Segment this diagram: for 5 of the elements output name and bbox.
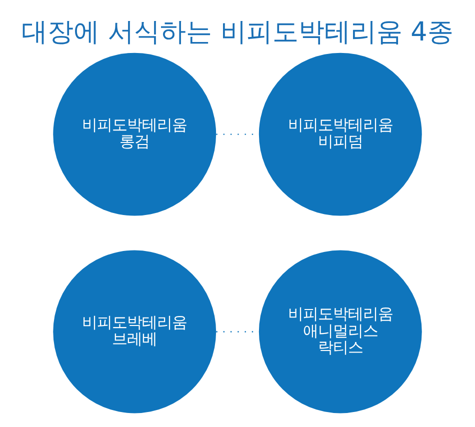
node-circle: 비피도박테리움 브레베 xyxy=(53,250,216,413)
node-circle: 비피도박테리움 롱검 xyxy=(53,52,216,216)
node-circle: 비피도박테리움 비피덤 xyxy=(258,52,422,216)
diagram-title: 대장에 서식하는 비피도박테리움 4종 xyxy=(22,16,454,47)
node-circle: 비피도박테리움 애니멀리스 락티스 xyxy=(258,250,422,413)
